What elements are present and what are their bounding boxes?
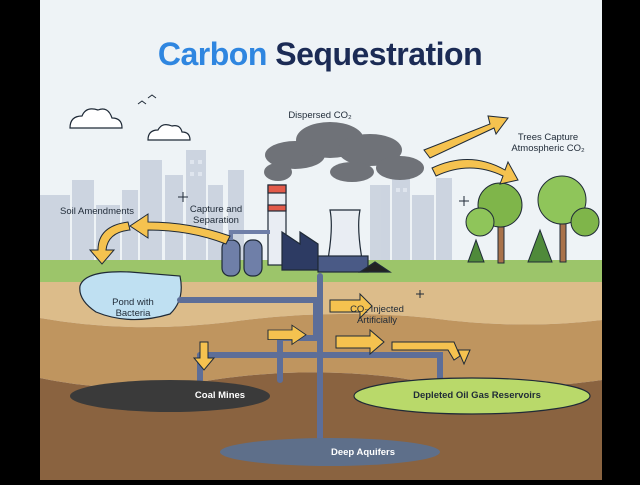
oil-gas-reservoir <box>353 377 591 415</box>
capture-tanks <box>221 230 270 277</box>
label-dispersed-co2: Dispersed CO₂ <box>288 110 352 121</box>
title-part-sequestration: Sequestration <box>275 36 483 72</box>
flow-arrows <box>88 115 519 371</box>
title-part-carbon: Carbon <box>157 36 268 72</box>
label-depleted-reservoirs: Depleted Oil Gas Reservoirs <box>413 390 541 401</box>
label-trees-capture: Trees Capture Atmospheric CO₂ <box>511 132 585 154</box>
pond <box>79 271 182 321</box>
label-soil-amendments: Soil Amendments <box>60 206 134 217</box>
coal-mine-deposit <box>70 380 270 412</box>
label-co2-injected: CO₂ Injected Artificially <box>350 304 404 326</box>
label-deep-aquifers: Deep Aquifers <box>330 447 396 458</box>
trees <box>465 175 600 264</box>
smoke-cloud <box>264 122 424 182</box>
power-plant <box>267 184 392 273</box>
label-coal-mines: Coal Mines <box>194 390 246 401</box>
label-pond-bacteria: Pond with Bacteria <box>112 297 154 319</box>
cloud-icon <box>69 108 191 141</box>
page-title: Carbon Sequestration <box>40 36 600 73</box>
deep-aquifer <box>220 438 440 466</box>
sparkle-icon <box>178 192 469 298</box>
label-capture-separation: Capture and Separation <box>189 204 243 226</box>
bird-icon <box>137 94 157 105</box>
